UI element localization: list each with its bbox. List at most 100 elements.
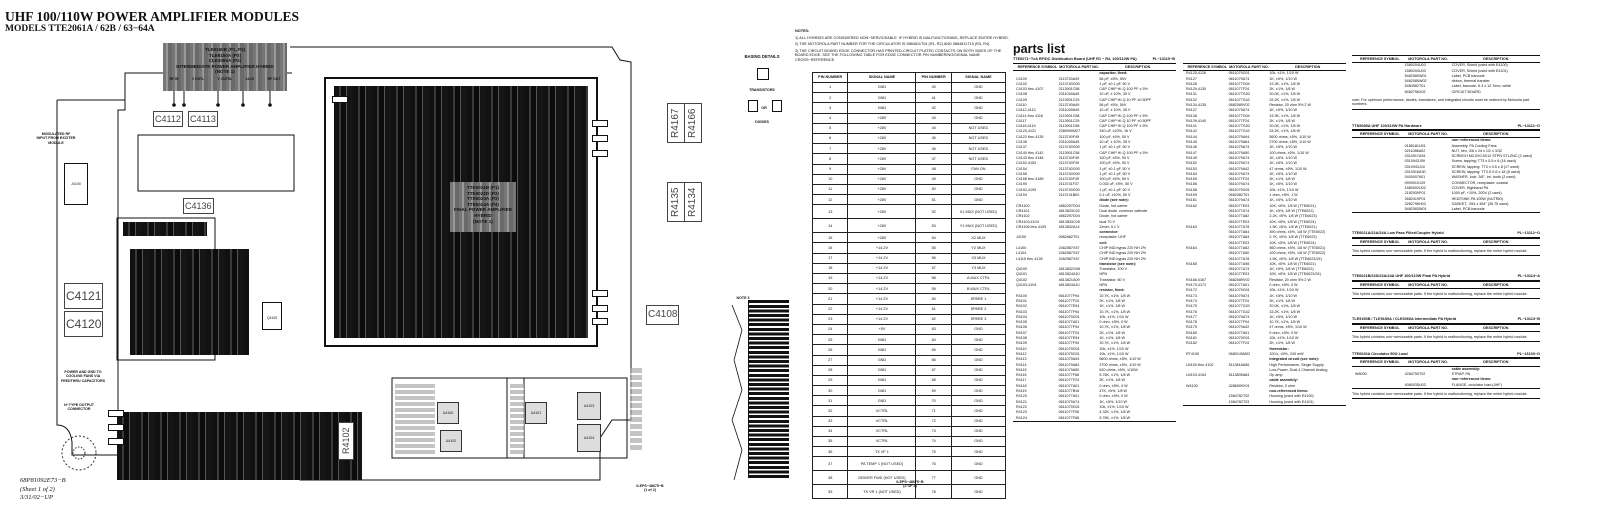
ic-u4100: U4100 bbox=[437, 402, 459, 424]
rf-input-note: MODULATED RF INPUT FROM EXCITER MODULE bbox=[36, 132, 76, 145]
description: Diode, hot carrier bbox=[1099, 214, 1128, 219]
smd-components bbox=[510, 384, 524, 454]
smd-components bbox=[395, 384, 435, 454]
signal-name: GND bbox=[950, 173, 1007, 185]
pin-number: 40 bbox=[915, 81, 952, 94]
pin-number: 47 bbox=[915, 153, 952, 165]
reference-symbol: C4192,4193 bbox=[1016, 187, 1037, 192]
reference-symbol: Q4103,4104 bbox=[1016, 283, 1037, 288]
reference-symbol: J4100 bbox=[1016, 235, 1027, 240]
description: 13.3K, ±1%, 1/8 W bbox=[1269, 113, 1301, 118]
reference-symbol: C4100 bbox=[1016, 76, 1027, 81]
reference-symbol: R4164 bbox=[1186, 246, 1197, 250]
description: 10k, ±1%, 1/10 W bbox=[1269, 187, 1299, 192]
hybrid-tab bbox=[108, 424, 124, 431]
filter-coupler-hybrid bbox=[130, 249, 249, 355]
part-number: 0611077E94 bbox=[1058, 336, 1080, 341]
signal-name: X1 MUX (NOT USED) bbox=[950, 204, 1007, 220]
part-number: 0611077E03 bbox=[1228, 203, 1250, 208]
reference-symbol: R4121 bbox=[1016, 399, 1027, 404]
description: 1K, ±5%, 1/10 W bbox=[1269, 198, 1298, 203]
pin-number: 66 bbox=[915, 354, 952, 366]
component-label: C4108 bbox=[646, 305, 680, 325]
reference-symbol: R4152 bbox=[1186, 161, 1197, 166]
part-number: 0611077F24 bbox=[1058, 298, 1080, 303]
part-number: 2113740F49 bbox=[1058, 134, 1080, 139]
column-header: MOTOROLA PART NO. bbox=[1408, 360, 1448, 365]
part-number: 0611077A50 bbox=[1228, 251, 1250, 256]
section-title: TTE6021A/22A/24A Low Pass Filter/Coupler… bbox=[1352, 231, 1444, 236]
description: 33.2K, ±1%, 1/8 W bbox=[1269, 97, 1301, 102]
reference-symbol bbox=[1352, 90, 1405, 95]
description: FLANGE, circulator load (4HF) bbox=[1451, 382, 1502, 387]
hybrid-tab bbox=[592, 135, 608, 142]
part-number: 4284750T02 bbox=[1404, 371, 1426, 376]
description: 100 ohms, ±5%, 1/8 W (TTE6022) bbox=[1269, 251, 1326, 256]
description: Transistor, 60 V bbox=[1099, 277, 1126, 282]
signal-name: +28V bbox=[847, 112, 917, 124]
part-number: 4813832A14 bbox=[1058, 224, 1080, 229]
part-number: 0611079G01 bbox=[1058, 346, 1080, 351]
description: ribbon, thermal transfer bbox=[1451, 79, 1490, 84]
reference-symbol: C4156 bbox=[1016, 171, 1027, 176]
description: 0 ohm, ±5%, 0 W bbox=[1099, 383, 1128, 388]
basing-details-title: BASING DETAILS bbox=[744, 54, 780, 59]
signal-name: GND bbox=[950, 425, 1007, 438]
part-number: 4862297D04 bbox=[1058, 203, 1080, 208]
column-header: REFERENCE SYMBOL bbox=[1360, 57, 1400, 61]
column-header: DESCRIPTION bbox=[1125, 65, 1151, 69]
part-number: 2182930P01 bbox=[1404, 191, 1426, 196]
part-number: 2113901C58 bbox=[1058, 87, 1080, 92]
section-title: TLE9150B / TLE9150A / CLE3060A Intermedi… bbox=[1352, 317, 1457, 322]
description: 2K, ±1%, 1/8 W bbox=[1269, 177, 1295, 182]
signal-name: +28V bbox=[847, 232, 917, 244]
reference-symbol: Q4101 bbox=[1016, 272, 1028, 277]
component-label: C4136 bbox=[183, 198, 214, 214]
part-number: 0611077F24 bbox=[1228, 341, 1250, 346]
parts-row: integrated circuit (see note): bbox=[1183, 357, 1346, 362]
parts-row: non−referenced items: bbox=[1352, 138, 1540, 143]
part-number: 0611077A78 bbox=[1228, 256, 1250, 261]
part-number: 0611077F68 bbox=[1058, 415, 1080, 420]
signal-name: NOT USED bbox=[950, 132, 1007, 145]
part-number: 4286909X01 bbox=[1228, 383, 1250, 388]
section-title-row: TTE6021B/22D/23A/24A UHF 100/110W Final … bbox=[1352, 274, 1540, 281]
signal-name: GND bbox=[950, 344, 1007, 356]
j4100-connector: J4100 bbox=[64, 163, 88, 205]
description: 100 ohms, ±5%, 1/10 W bbox=[1269, 150, 1309, 155]
component-label: R4102 bbox=[338, 422, 354, 460]
part-number: 4862297D04 bbox=[1058, 214, 1080, 219]
reference-symbol: C4137 bbox=[1016, 145, 1027, 150]
reference-symbol: L4115 thru 4126 bbox=[1016, 256, 1043, 261]
description: CHIP IND bypss 220 NH 2% bbox=[1099, 256, 1147, 261]
hybrid-section: TTE6021B/22D/23A/24A UHF 100/110W Final … bbox=[1352, 274, 1540, 300]
parts-row: non-referenced items: bbox=[1183, 389, 1346, 394]
pin-number: 30 bbox=[811, 385, 849, 397]
reference-symbol: R4173 bbox=[1186, 293, 1197, 298]
description: Screw, tapping: TT3 x 0.5 x 6 (16 used) bbox=[1451, 159, 1516, 164]
description: GASKET, .094 x 364" (35.75 used) bbox=[1451, 201, 1509, 206]
signal-name: +14.2V bbox=[847, 272, 917, 285]
component-label: R4134 bbox=[684, 182, 702, 222]
reference-symbol: R4102 bbox=[1016, 304, 1027, 309]
description: 1K, ±5%, 1/10 W bbox=[1099, 399, 1128, 404]
